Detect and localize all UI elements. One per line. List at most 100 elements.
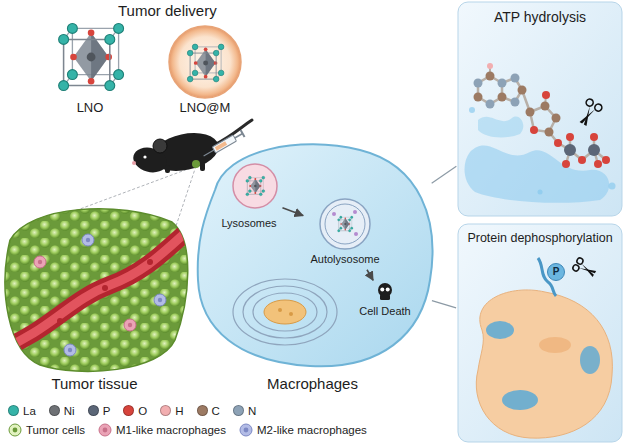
drawing-part	[289, 312, 293, 316]
drawing-part	[522, 90, 556, 132]
node-label: Protein dephosphorylation	[467, 231, 612, 246]
drawing-part	[554, 139, 562, 147]
drawing-part	[241, 130, 245, 137]
drawing-part	[325, 204, 365, 244]
drawing-part	[264, 300, 306, 324]
drawing-part	[233, 164, 277, 208]
coated-particle-node: LNO@M	[160, 18, 250, 118]
legend-text: N	[248, 405, 256, 417]
drawing-part	[0, 220, 200, 350]
drawing-part	[158, 298, 162, 302]
drawing-part	[147, 259, 153, 265]
cell-body	[99, 424, 111, 436]
legend-item: P	[88, 405, 111, 417]
drawing-part	[233, 279, 337, 345]
tumor-node: Tumor tissue	[2, 205, 187, 395]
legend-cell-icon	[8, 423, 22, 437]
drawing-part	[602, 156, 610, 164]
drawing-part	[580, 106, 596, 126]
phosphate-label: P	[548, 264, 564, 280]
drawing-part	[143, 155, 146, 158]
drawing-part	[128, 323, 132, 327]
cell-death-node: Cell Death	[352, 282, 418, 320]
legend-swatch	[49, 405, 60, 416]
protein-drawing	[476, 257, 612, 438]
drawing-part	[579, 263, 596, 276]
legend-row: La Ni P O H C N	[8, 401, 448, 420]
drawing-part	[59, 23, 124, 90]
drawing-part	[498, 93, 507, 102]
drawing-part	[552, 114, 561, 123]
drawing-part	[486, 321, 514, 339]
drawing-part	[541, 102, 550, 111]
drawing-part	[486, 72, 495, 81]
drawing-part	[0, 220, 200, 356]
node-label: Macrophages	[267, 375, 358, 393]
node-label: LNO	[77, 100, 104, 116]
legend-text: O	[138, 405, 147, 417]
legend-item: H	[160, 405, 183, 417]
drawing-part	[458, 224, 622, 442]
drawing-part	[165, 165, 170, 173]
drawing-part	[564, 144, 576, 156]
drawing-part	[469, 107, 475, 113]
drawing-part	[474, 93, 483, 102]
legend-item: C	[197, 405, 220, 417]
drawing-part	[253, 293, 317, 331]
legend-text: H	[175, 405, 183, 417]
lysosome-node: Lysosomes	[217, 158, 280, 232]
drawing-part	[124, 319, 136, 331]
drawing-part	[526, 108, 535, 117]
drawing-part	[212, 135, 236, 153]
drawing-part	[132, 161, 136, 165]
drawing-part	[82, 234, 94, 246]
drawing-part	[572, 264, 580, 272]
crystal-drawing	[59, 23, 124, 90]
legend-swatch	[160, 405, 171, 416]
legend: La Ni P O H C N Tumor cells M1-like macrophages…	[8, 401, 448, 439]
drawing-part	[68, 348, 72, 352]
legend-text: Ni	[64, 405, 75, 417]
drawing-part	[566, 133, 574, 141]
drawing-part	[187, 44, 224, 82]
legend-swatch	[197, 405, 208, 416]
drawing-part	[38, 260, 42, 264]
drawing-part	[332, 212, 336, 216]
drawing-part	[609, 183, 616, 190]
drawing-part	[320, 199, 370, 249]
legend-item: O	[123, 405, 147, 417]
atp-molecule	[465, 63, 616, 203]
legend-text: M2-like macrophages	[257, 424, 367, 436]
legend-item: La	[8, 405, 36, 417]
legend-text: Tumor cells	[26, 424, 85, 436]
panel-node: ATP hydrolysis	[458, 2, 622, 216]
drawing-part	[511, 98, 520, 107]
drawing-part	[198, 144, 433, 366]
legend-text: C	[212, 405, 220, 417]
drawing-part	[486, 100, 495, 109]
drawing-part	[487, 63, 493, 69]
drawing-part	[530, 126, 538, 134]
macrophage-drawing	[198, 144, 433, 366]
node-label: Cell Death	[359, 305, 410, 318]
flow-arrow	[367, 270, 373, 281]
drawing-part	[380, 288, 384, 292]
legend-item: Tumor cells	[8, 423, 85, 437]
drawing-part	[594, 103, 604, 113]
legend-swatch	[233, 405, 244, 416]
drawing-part	[502, 390, 538, 410]
macrophage-node: Macrophages LysosomesAutolysosomeCell Dea…	[195, 135, 430, 395]
autolysosome-node: Autolysosome	[305, 195, 385, 268]
link-line	[432, 166, 457, 183]
drawing-part	[64, 344, 76, 356]
legend-text: M1-like macrophages	[116, 424, 226, 436]
coated-particle-drawing	[169, 26, 241, 98]
drawing-part	[578, 264, 595, 277]
drawing-part	[380, 294, 390, 300]
drawing-part	[235, 134, 243, 139]
drawing-part	[549, 132, 606, 160]
drawing-part	[545, 128, 554, 137]
drawing-part	[476, 290, 612, 438]
drawing-part	[192, 160, 200, 168]
